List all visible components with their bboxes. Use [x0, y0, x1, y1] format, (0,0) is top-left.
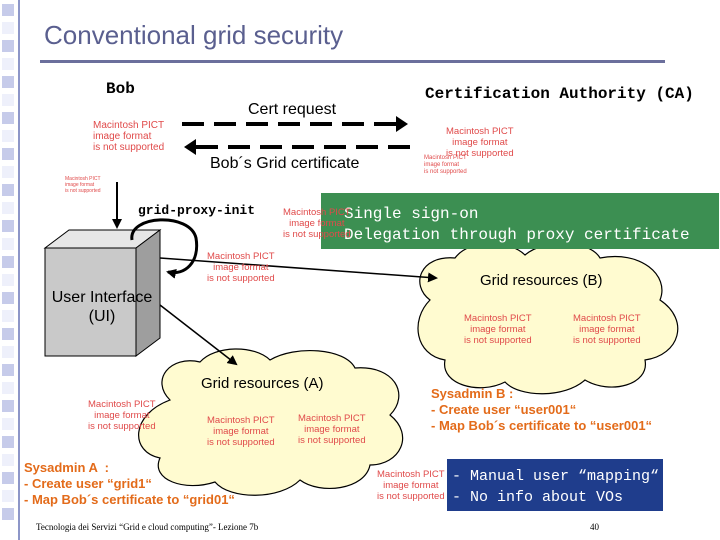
- ui-label-line-1: User Interface: [51, 289, 153, 306]
- ca-label: Certification Authority (CA): [425, 85, 694, 103]
- grid-proxy-init-label: grid-proxy-init: [138, 203, 256, 218]
- manual-mapping-text: - Manual user “mapping“ - No info about V…: [452, 466, 659, 508]
- sysadmin-b-notes: Sysadmin B :- Create user “user001“- Map…: [431, 386, 653, 433]
- cert-request-label: Cert request: [248, 101, 337, 118]
- slide-title: Conventional grid security: [44, 20, 344, 50]
- footer-text: Tecnologia dei Servizi “Grid e cloud com…: [36, 522, 259, 532]
- user-interface-cube: [43, 229, 162, 357]
- green-line-1: Single sign-on: [344, 205, 479, 223]
- bob-label: Bob: [106, 80, 135, 98]
- sidebar-divider: [18, 0, 20, 540]
- single-sign-on-text: Single sign-on Delegation through proxy …: [344, 204, 690, 246]
- single-sign-on-box: [321, 193, 719, 249]
- manual-mapping-box: [447, 459, 663, 511]
- green-line-2: Delegation through proxy certificate: [344, 226, 690, 244]
- user-interface-label: User Interface (UI): [40, 288, 164, 326]
- blue-line-1: - Manual user “mapping“: [452, 468, 660, 485]
- cloud-grid-resources-a: [138, 348, 403, 496]
- blue-line-2: - No info about VOs: [452, 489, 624, 506]
- grid-resources-a-label: Grid resources (A): [201, 375, 324, 392]
- bob-certificate-label: Bob´s Grid certificate: [210, 155, 360, 172]
- ui-label-line-2: (UI): [88, 308, 116, 325]
- page-number: 40: [590, 522, 599, 532]
- grid-resources-b-label: Grid resources (B): [480, 272, 603, 289]
- sysadmin-a-notes: Sysadmin A :- Create user “grid1“- Map B…: [24, 460, 235, 507]
- title-underline: [40, 60, 665, 63]
- sidebar-decoration: [0, 0, 18, 540]
